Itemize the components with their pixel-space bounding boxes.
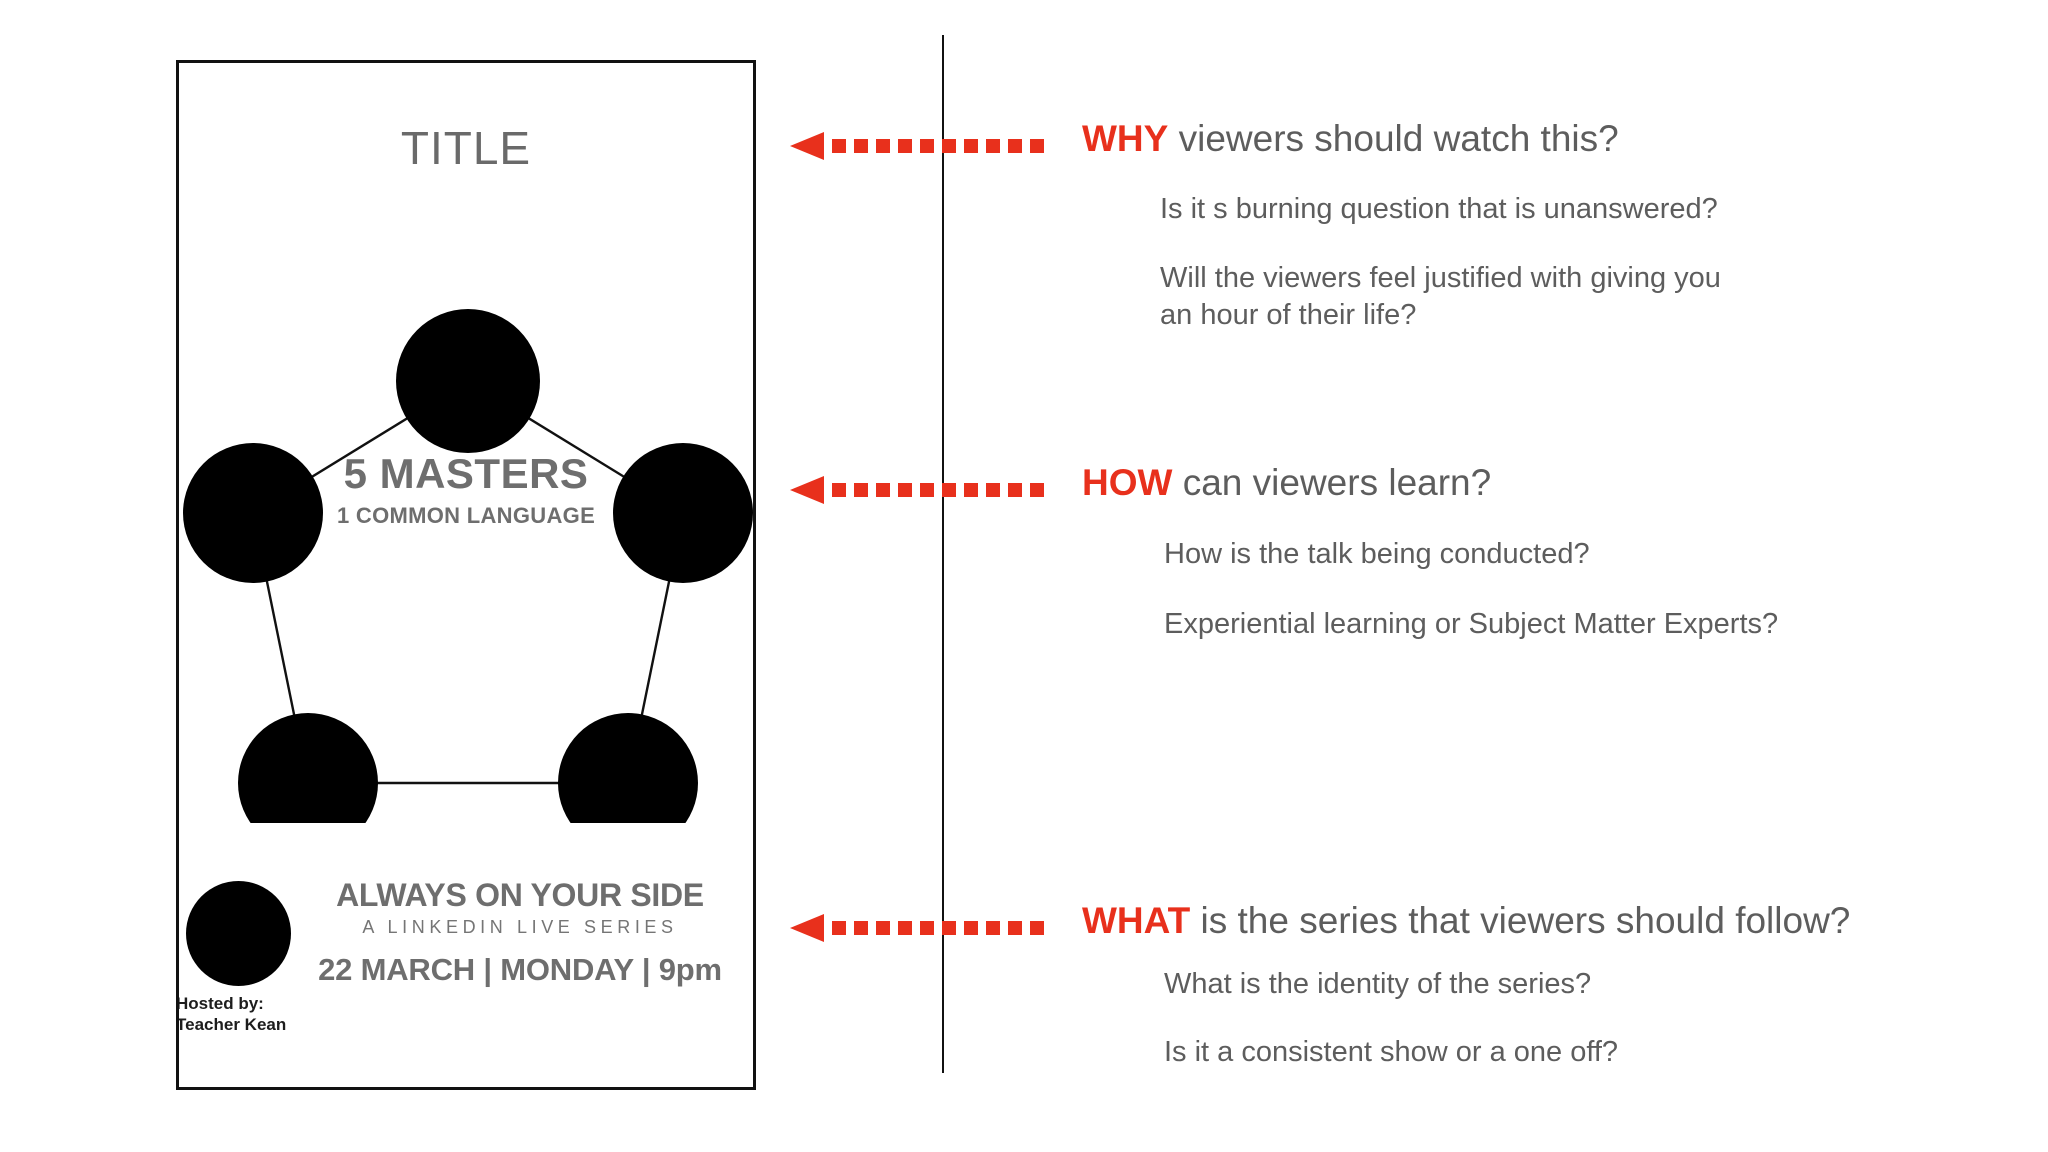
annotation-block-why: WHY viewers should watch this? Is it s b… — [790, 118, 2030, 334]
annotation-question-why-1: Is it s burning question that is unanswe… — [1160, 193, 1718, 225]
node-master-3 — [613, 443, 753, 583]
host-name: Teacher Kean — [176, 1015, 287, 1035]
host-avatar-circle — [186, 881, 291, 986]
node-master-1 — [396, 309, 540, 453]
annotation-question-what-1: What is the identity of the series? — [1164, 968, 1592, 1000]
annotation-block-what: WHAT is the series that viewers should f… — [790, 900, 2030, 1071]
annotation-title-rest-what: is the series that viewers should follow… — [1190, 900, 1851, 941]
annotation-question-what-2: Is it a consistent show or a one off? — [1164, 1036, 1619, 1069]
node-master-2 — [183, 443, 323, 583]
series-name: ALWAYS ON YOUR SIDE — [336, 877, 704, 913]
series-tagline: A LINKEDIN LIVE SERIES — [362, 917, 678, 937]
pentagon-nodes — [183, 309, 753, 823]
poster-footer-text: ALWAYS ON YOUR SIDE A LINKEDIN LIVE SERI… — [297, 877, 743, 988]
annotation-question-how-2: Experiential learning or Subject Matter … — [1164, 608, 1779, 641]
annotation-title-what: WHAT is the series that viewers should f… — [1082, 900, 1850, 943]
annotation-heading-what: WHAT is the series that viewers should f… — [790, 900, 2030, 954]
keyword-what: WHAT — [1082, 900, 1191, 941]
pentagon-network-diagram — [183, 309, 753, 823]
annotation-title-rest-how: can viewers learn? — [1172, 462, 1492, 503]
red-dashed-arrow-icon — [790, 914, 1044, 942]
red-dashed-arrow-icon — [790, 476, 1044, 504]
annotation-title-rest-why: viewers should watch this? — [1168, 118, 1619, 159]
hosted-by-block: Hosted by: Teacher Kean — [176, 993, 287, 1036]
keyword-why: WHY — [1082, 118, 1169, 159]
annotation-title-why: WHY viewers should watch this? — [1082, 118, 1619, 161]
annotation-block-how: HOW can viewers learn? How is the talk b… — [790, 462, 2030, 643]
vertical-divider-line — [942, 35, 944, 1073]
poster-card: TITLE 5 MASTERS 1 COMMON LANGUAGE ALWAYS… — [176, 60, 756, 1090]
annotation-title-how: HOW can viewers learn? — [1082, 462, 1491, 505]
node-master-4 — [238, 713, 378, 823]
annotation-heading-why: WHY viewers should watch this? — [790, 118, 2030, 172]
hosted-by-label: Hosted by: — [176, 994, 264, 1013]
red-dashed-arrow-icon — [790, 132, 1044, 160]
node-master-5 — [558, 713, 698, 823]
poster-footer: ALWAYS ON YOUR SIDE A LINKEDIN LIVE SERI… — [179, 871, 753, 1071]
annotation-question-how-1: How is the talk being conducted? — [1164, 538, 1590, 570]
annotation-heading-how: HOW can viewers learn? — [790, 462, 2030, 516]
poster-title: TITLE — [400, 122, 532, 174]
annotation-question-why-2: Will the viewers feel justified with giv… — [1160, 262, 1721, 332]
series-datetime: 22 MARCH | MONDAY | 9pm — [318, 952, 722, 987]
keyword-how: HOW — [1082, 462, 1173, 503]
